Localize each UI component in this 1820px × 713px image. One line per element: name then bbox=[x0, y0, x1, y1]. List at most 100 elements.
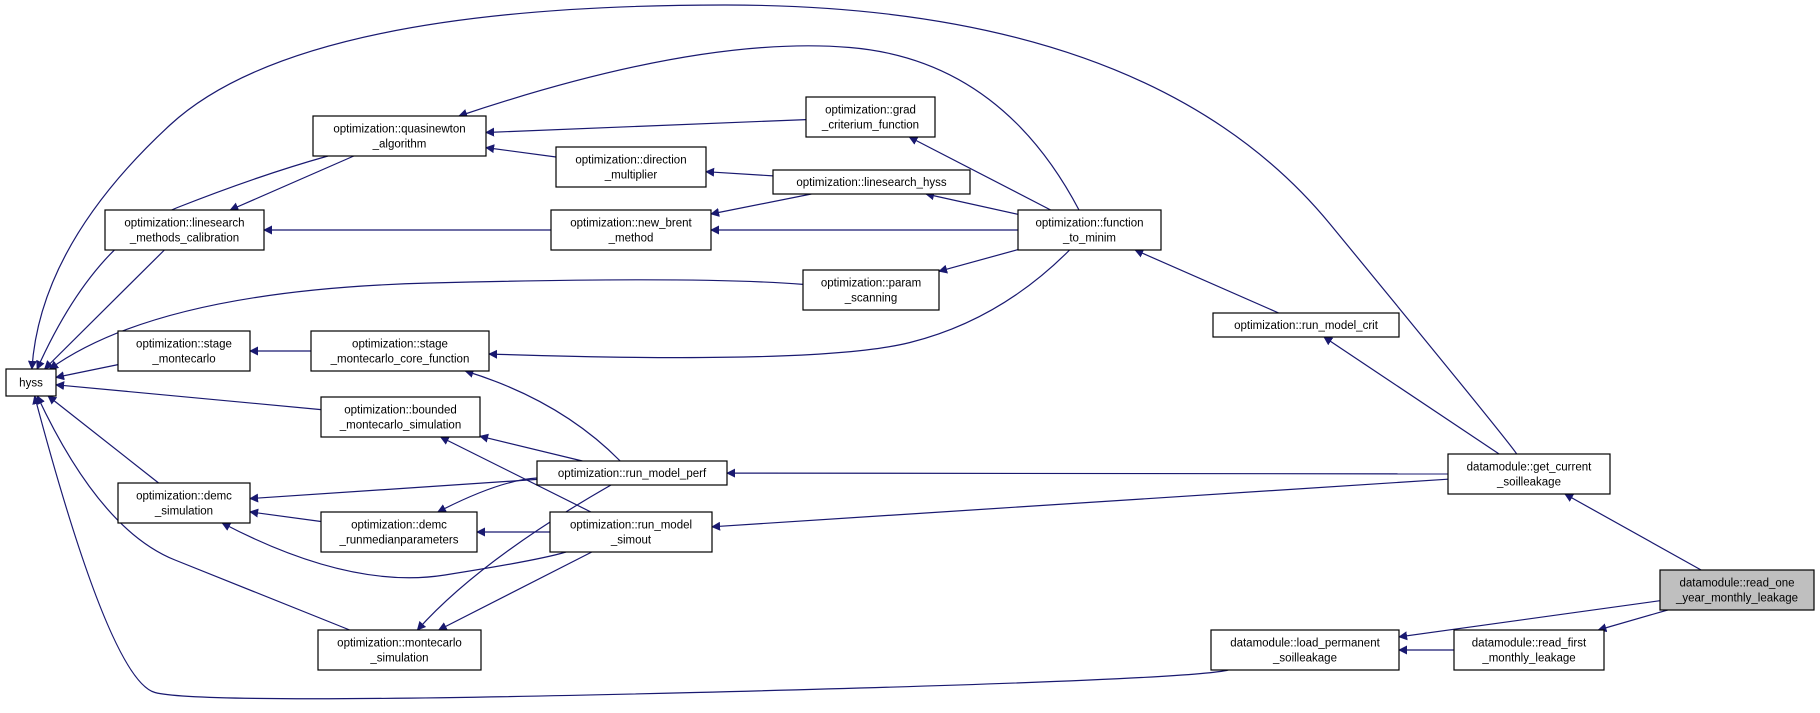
edge-function_to_minim-to-grad_crit bbox=[908, 136, 1051, 211]
node-box bbox=[549, 511, 713, 553]
node-label: optimization::linesearch bbox=[124, 218, 244, 230]
node-label: optimization::quasinewton bbox=[333, 124, 465, 136]
edge-linesearch_hyss-to-new_brent bbox=[710, 193, 812, 217]
node-label: _to_minim bbox=[1062, 233, 1116, 245]
node-box bbox=[1210, 629, 1400, 671]
edge-read_one_year-to-get_current bbox=[1564, 493, 1702, 571]
node-label: _methods_calibration bbox=[129, 233, 239, 245]
node-label: optimization::run_model_crit bbox=[1234, 320, 1379, 332]
edge-linesearch_hyss-to-direction_mult bbox=[705, 167, 774, 177]
node-label: _montecarlo bbox=[151, 354, 215, 366]
node-bounded-mc[interactable]: optimization::bounded_montecarlo_simulat… bbox=[320, 396, 481, 438]
node-label: optimization::grad bbox=[825, 105, 916, 117]
node-box bbox=[536, 460, 728, 486]
node-label: datamodule::read_first bbox=[1472, 638, 1587, 650]
edge-run_model_crit-to-function_to_minim bbox=[1134, 249, 1279, 314]
node-stage-montecarlo[interactable]: optimization::stage_montecarlo bbox=[117, 330, 251, 372]
node-box bbox=[772, 169, 971, 195]
node-box bbox=[5, 368, 57, 397]
node-read-one-year[interactable]: datamodule::read_one_year_monthly_leakag… bbox=[1659, 569, 1815, 611]
edge-param_scanning-to-hyss bbox=[49, 279, 804, 370]
node-label: datamodule::read_one bbox=[1679, 578, 1794, 590]
node-run-model-simout[interactable]: optimization::run_model_simout bbox=[549, 511, 713, 553]
edge-run_model_perf-to-demc_runmedian bbox=[436, 477, 538, 513]
node-box bbox=[1447, 453, 1611, 495]
node-box bbox=[312, 115, 487, 157]
edges-layer bbox=[27, 4, 1702, 700]
node-new-brent[interactable]: optimization::new_brent_method bbox=[550, 209, 712, 251]
node-box bbox=[555, 146, 707, 188]
node-stage-core[interactable]: optimization::stage_montecarlo_core_func… bbox=[310, 330, 490, 372]
node-label: optimization::montecarlo bbox=[337, 638, 462, 650]
edge-demc_sim-to-hyss bbox=[47, 395, 159, 484]
node-load-permanent[interactable]: datamodule::load_permanent_soilleakage bbox=[1210, 629, 1400, 671]
node-label: _simout bbox=[610, 535, 652, 547]
node-box bbox=[320, 511, 478, 553]
node-label: optimization::stage bbox=[352, 339, 448, 351]
edge-run_model_perf-to-stage_core bbox=[464, 369, 621, 462]
node-box bbox=[1212, 312, 1400, 338]
node-label: _multiplier bbox=[604, 170, 658, 182]
node-label: _algorithm bbox=[372, 139, 427, 151]
edge-grad_crit-to-quasinewton bbox=[485, 119, 807, 137]
node-box bbox=[550, 209, 712, 251]
node-label: _soilleakage bbox=[1496, 477, 1561, 489]
edge-run_model_perf-to-bounded_mc bbox=[479, 433, 583, 462]
node-run-model-crit[interactable]: optimization::run_model_crit bbox=[1212, 312, 1400, 338]
node-label: hyss bbox=[19, 378, 43, 390]
node-label: _montecarlo_core_function bbox=[330, 354, 470, 366]
node-param-scanning[interactable]: optimization::param_scanning bbox=[802, 269, 940, 311]
node-montecarlo-sim[interactable]: optimization::montecarlo_simulation bbox=[317, 629, 482, 671]
node-box bbox=[802, 269, 940, 311]
edge-get_current-to-run_model_perf bbox=[726, 468, 1449, 478]
edge-function_to_minim-to-linesearch_hyss bbox=[925, 191, 1019, 215]
node-label: _soilleakage bbox=[1272, 653, 1337, 665]
edge-get_current-to-hyss bbox=[27, 4, 1518, 455]
edge-function_to_minim-to-quasinewton bbox=[458, 45, 1080, 211]
edge-function_to_minim-to-param_scanning bbox=[938, 249, 1019, 274]
node-hyss[interactable]: hyss bbox=[5, 368, 57, 397]
edge-demc_runmedian-to-demc_sim bbox=[249, 508, 322, 523]
node-label: optimization::function bbox=[1035, 218, 1143, 230]
node-linesearch-methods[interactable]: optimization::linesearch_methods_calibra… bbox=[104, 209, 265, 251]
edge-montecarlo_sim-to-hyss bbox=[36, 395, 350, 631]
node-box bbox=[1017, 209, 1162, 251]
node-direction-mult[interactable]: optimization::direction_multiplier bbox=[555, 146, 707, 188]
node-label: _year_monthly_leakage bbox=[1675, 593, 1798, 605]
node-read-first[interactable]: datamodule::read_first_monthly_leakage bbox=[1453, 629, 1605, 671]
node-get-current[interactable]: datamodule::get_current_soilleakage bbox=[1447, 453, 1611, 495]
node-quasinewton[interactable]: optimization::quasinewton_algorithm bbox=[312, 115, 487, 157]
node-function-to-minim[interactable]: optimization::function_to_minim bbox=[1017, 209, 1162, 251]
node-label: datamodule::get_current bbox=[1467, 462, 1592, 474]
edge-linesearch_methods-to-hyss bbox=[43, 249, 165, 370]
node-label: _simulation bbox=[154, 506, 213, 518]
node-box bbox=[1453, 629, 1605, 671]
node-label: _monthly_leakage bbox=[1481, 653, 1575, 665]
node-box bbox=[320, 396, 481, 438]
edge-run_model_perf-to-demc_sim bbox=[249, 478, 538, 503]
node-label: _criterium_function bbox=[821, 120, 919, 132]
node-demc-runmedian[interactable]: optimization::demc_runmedianparameters bbox=[320, 511, 478, 553]
node-label: _runmedianparameters bbox=[339, 535, 459, 547]
node-run-model-perf[interactable]: optimization::run_model_perf bbox=[536, 460, 728, 486]
nodes-layer: hyssoptimization::quasinewton_algorithmo… bbox=[5, 96, 1815, 671]
edge-direction_mult-to-quasinewton bbox=[485, 144, 557, 158]
node-linesearch-hyss[interactable]: optimization::linesearch_hyss bbox=[772, 169, 971, 195]
node-label: optimization::param bbox=[821, 278, 921, 290]
edge-stage_montecarlo-to-hyss bbox=[55, 364, 119, 381]
node-box bbox=[117, 330, 251, 372]
node-box bbox=[317, 629, 482, 671]
node-box bbox=[310, 330, 490, 372]
edge-run_model_simout-to-bounded_mc bbox=[439, 436, 592, 513]
node-label: optimization::run_model bbox=[570, 520, 692, 532]
node-box bbox=[805, 96, 936, 138]
node-label: optimization::new_brent bbox=[570, 218, 692, 230]
node-label: _method bbox=[608, 233, 654, 245]
node-grad-crit[interactable]: optimization::grad_criterium_function bbox=[805, 96, 936, 138]
edge-run_model_simout-to-montecarlo_sim bbox=[437, 551, 593, 631]
node-demc-sim[interactable]: optimization::demc_simulation bbox=[117, 482, 251, 524]
node-label: optimization::demc bbox=[136, 491, 232, 503]
edge-quasinewton-to-linesearch_methods bbox=[229, 155, 355, 211]
node-label: datamodule::load_permanent bbox=[1230, 638, 1380, 650]
edge-get_current-to-run_model_simout bbox=[711, 478, 1449, 531]
